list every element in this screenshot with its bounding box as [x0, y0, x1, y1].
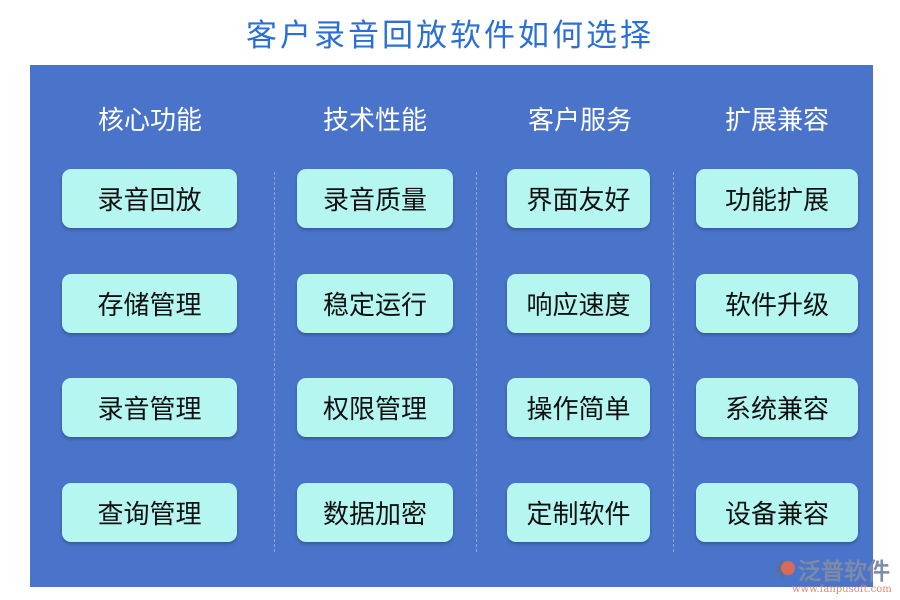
column-heading: 技术性能	[322, 106, 427, 136]
feature-box: 查询管理	[62, 483, 237, 542]
feature-box: 设备兼容	[696, 483, 858, 542]
divider	[476, 172, 477, 552]
feature-box: 稳定运行	[297, 274, 453, 333]
feature-box: 权限管理	[297, 378, 453, 437]
logo-text: 泛普软件	[798, 559, 890, 585]
column-heading: 扩展兼容	[724, 106, 829, 136]
logo-icon	[775, 558, 795, 580]
feature-box: 界面友好	[507, 169, 650, 228]
column-heading: 客户服务	[527, 106, 632, 136]
logo-url: www.fanpusoft.com	[792, 584, 892, 595]
divider	[673, 172, 674, 552]
feature-box: 操作简单	[507, 378, 650, 437]
column-heading: 核心功能	[97, 106, 202, 136]
feature-box: 响应速度	[507, 274, 650, 333]
feature-box: 存储管理	[62, 274, 237, 333]
feature-box: 定制软件	[507, 483, 650, 542]
feature-box: 录音质量	[297, 169, 453, 228]
feature-box: 录音管理	[62, 378, 237, 437]
divider	[274, 172, 275, 552]
page-title: 客户录音回放软件如何选择	[246, 18, 654, 54]
brand-logo: 泛普软件	[772, 552, 890, 586]
feature-box: 系统兼容	[696, 378, 858, 437]
feature-box: 功能扩展	[696, 169, 858, 228]
feature-box: 数据加密	[297, 483, 453, 542]
feature-box: 录音回放	[62, 169, 237, 228]
feature-box: 软件升级	[696, 274, 858, 333]
